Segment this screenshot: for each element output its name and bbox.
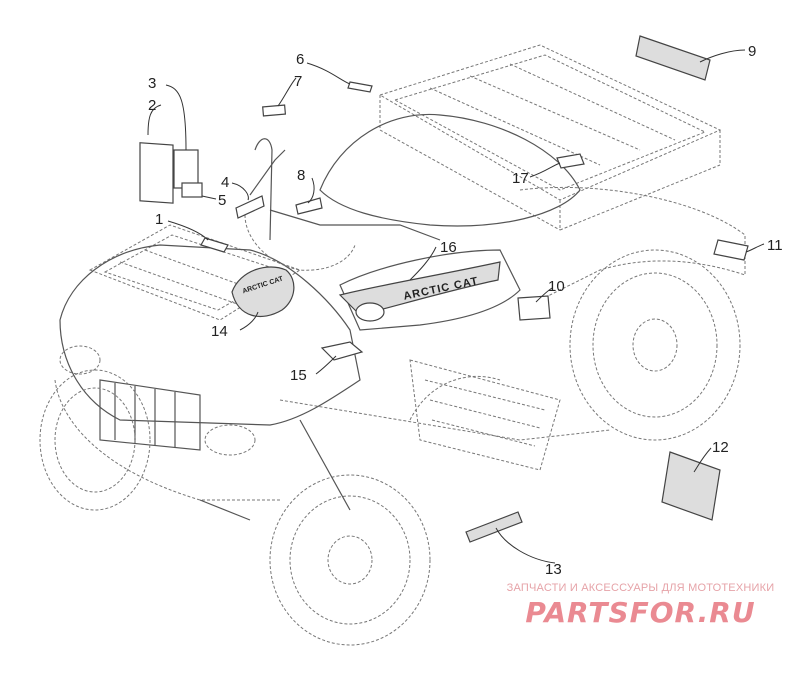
atv-outline [39,44,746,646]
decals: ARCTIC CAT ARCTIC CAT [139,35,749,543]
callout-14: 14 [211,323,228,340]
decal-15 [320,341,364,361]
decal-17 [556,153,585,169]
decal-14-logo: ARCTIC CAT [231,266,295,318]
callout-15: 15 [290,367,307,384]
callout-6: 6 [296,51,304,68]
callout-2: 2 [148,97,156,114]
decal-10 [517,295,551,321]
callout-13: 13 [545,561,562,578]
decal-3 [173,149,199,189]
decal-13 [465,511,523,543]
decal-11 [713,239,749,261]
decal-9 [635,35,711,81]
callout-10: 10 [548,278,565,295]
callout-labels: 1 2 3 4 5 6 7 8 9 10 11 12 13 14 15 16 1… [148,43,783,578]
decal-8 [295,197,323,215]
decal-16-side: ARCTIC CAT [338,261,501,322]
callout-16: 16 [440,239,457,256]
decal-1 [200,237,229,253]
callout-17: 17 [512,170,529,187]
watermark-brand: PARTSFOR.RU [525,596,756,629]
decal-5 [181,182,203,198]
decal-6 [347,81,373,93]
callout-3: 3 [148,75,156,92]
decal-4 [235,195,265,219]
callout-12: 12 [712,439,729,456]
leader-lines [147,49,765,564]
watermark-tagline: ЗАПЧАСТИ И АКСЕССУАРЫ ДЛЯ МОТОТЕХНИКИ [506,582,775,594]
callout-11: 11 [767,237,783,254]
callout-5: 5 [218,192,226,209]
decal-12 [661,451,721,521]
callout-7: 7 [294,73,302,90]
decal-7 [262,104,287,117]
callout-9: 9 [748,43,756,60]
callout-4: 4 [221,174,229,191]
callout-8: 8 [297,167,305,184]
decal-2 [139,142,174,204]
callout-1: 1 [155,211,163,228]
